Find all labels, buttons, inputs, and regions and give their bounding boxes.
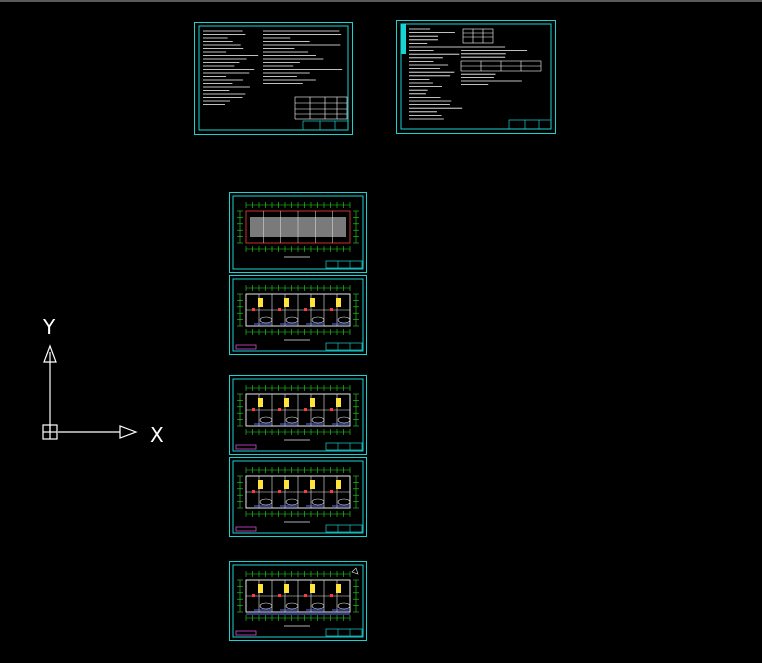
- drawing-sheet-notes-1[interactable]: [194, 22, 353, 135]
- floor-plan-drawing: [232, 460, 364, 534]
- floor-plan-drawing: [232, 278, 364, 352]
- drawing-sheet-plan-1[interactable]: [229, 192, 367, 273]
- notes-content: [198, 25, 349, 131]
- drawing-sheet-plan-3[interactable]: [229, 375, 367, 455]
- ground-plan-drawing: [232, 564, 364, 638]
- window-top-border: [0, 0, 762, 2]
- drawing-sheet-plan-4[interactable]: [229, 457, 367, 537]
- drawing-sheet-plan-5[interactable]: [229, 561, 367, 641]
- ucs-icon: Y X: [42, 315, 164, 447]
- ucs-x-label: X: [150, 423, 164, 447]
- notes-tables-content: [400, 23, 552, 130]
- roof-plan-drawing: [232, 195, 364, 270]
- ucs-y-label: Y: [42, 315, 56, 339]
- floor-plan-drawing: [232, 378, 364, 452]
- drawing-sheet-plan-2[interactable]: [229, 275, 367, 355]
- drawing-sheet-notes-2[interactable]: [396, 20, 556, 134]
